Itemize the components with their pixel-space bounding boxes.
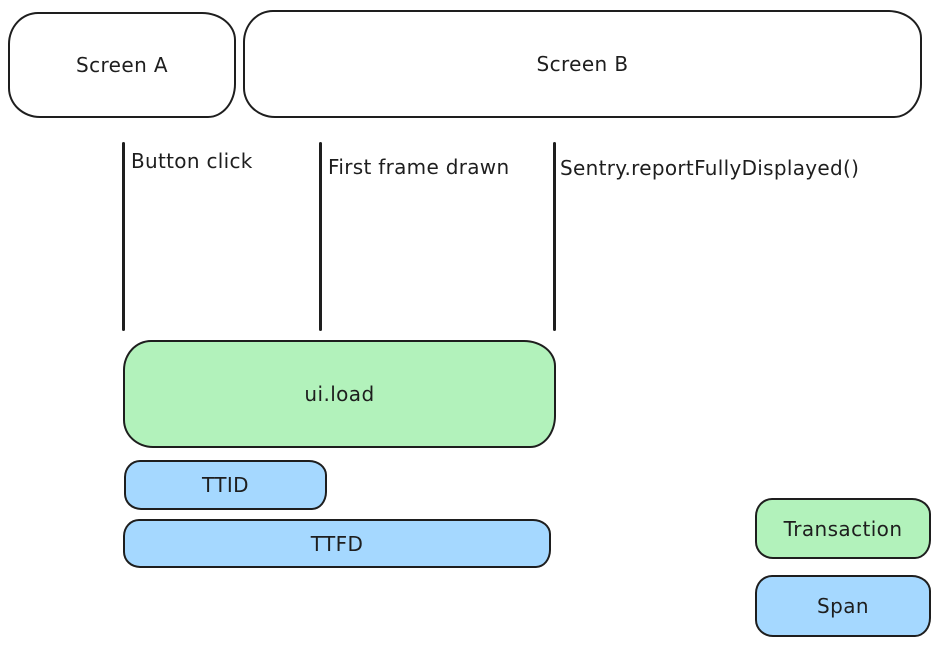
legend-transaction-label: Transaction [783,516,903,541]
timeline-marker-report-fully-displayed [553,142,556,331]
ui-load-transaction-bar: ui.load [123,340,556,448]
timeline-marker-first-frame-drawn [319,142,322,331]
ttid-span-bar: TTID [124,460,327,510]
ui-load-label: ui.load [304,382,375,406]
timeline-marker-button-click [122,142,125,331]
screen-a-box: Screen A [8,12,236,118]
screen-b-label: Screen B [536,52,629,76]
ttfd-label: TTFD [310,531,364,556]
event-label-button-click: Button click [131,149,253,173]
screen-a-label: Screen A [76,53,168,77]
legend-transaction-box: Transaction [755,498,931,559]
event-label-first-frame-drawn: First frame drawn [328,155,510,179]
event-label-report-fully-displayed: Sentry.reportFullyDisplayed() [560,156,860,180]
ttid-label: TTID [202,473,249,497]
ttfd-span-bar: TTFD [123,519,551,568]
screen-b-box: Screen B [243,10,922,118]
legend-span-label: Span [817,594,869,618]
legend-span-box: Span [755,575,931,637]
